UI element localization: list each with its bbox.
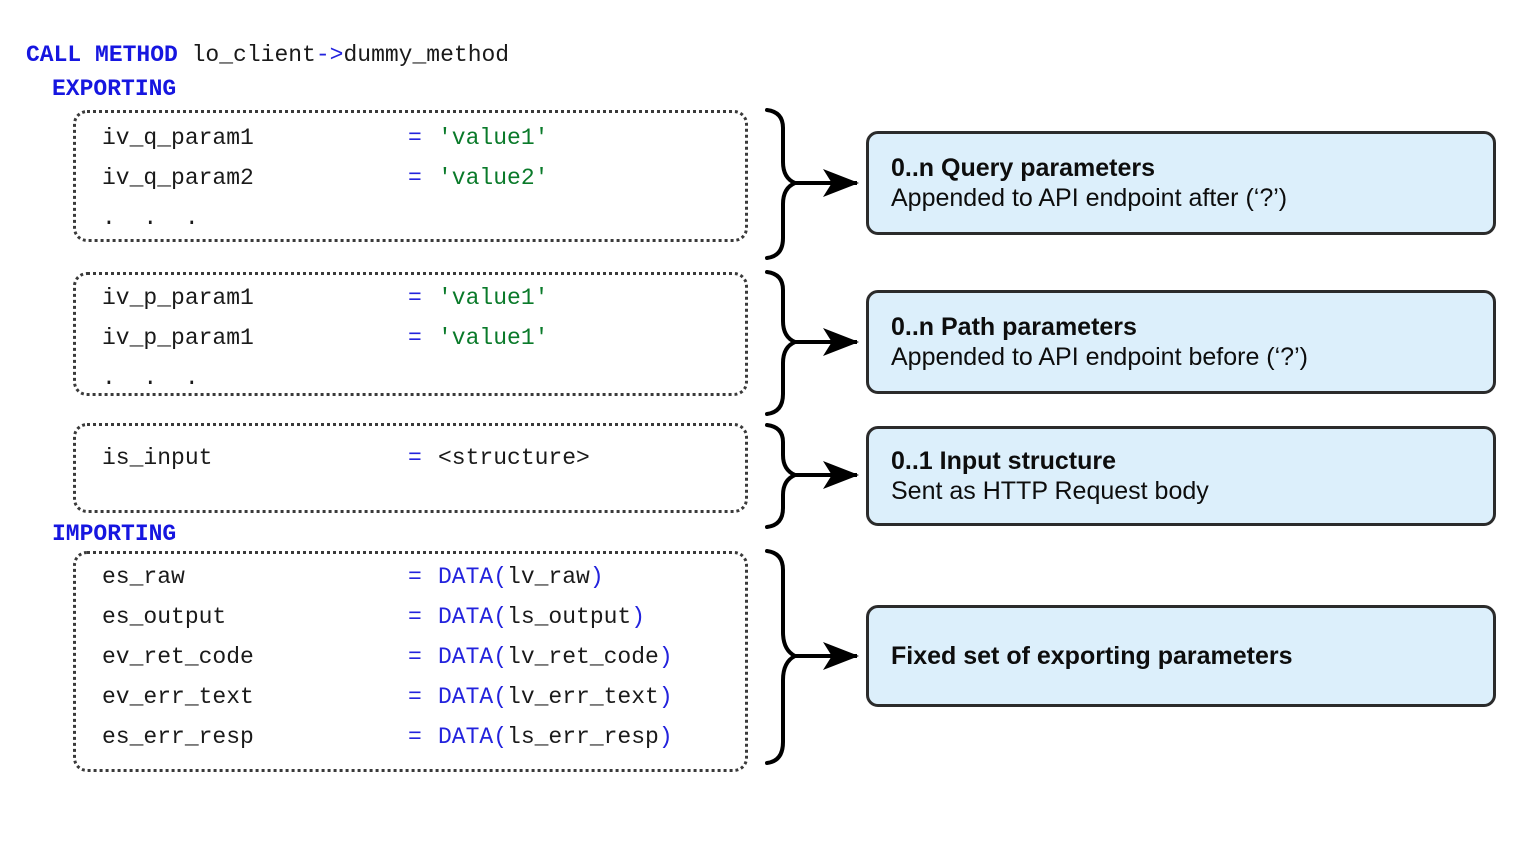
param-row: iv_q_param2 = 'value2' (76, 165, 745, 205)
param-equals: = (408, 644, 422, 670)
param-name: is_input (102, 445, 213, 471)
data-variable: lv_ret_code (507, 644, 659, 670)
param-equals: = (408, 165, 422, 191)
callout-subtitle: Appended to API endpoint after (‘?’) (891, 184, 1288, 212)
data-keyword-close: ) (658, 684, 673, 710)
param-name: es_raw (102, 564, 185, 590)
param-name: iv_q_param1 (102, 125, 254, 151)
param-equals: = (408, 325, 422, 351)
param-name: iv_p_param1 (102, 285, 254, 311)
param-row: iv_p_param1 = 'value1' (76, 325, 745, 365)
brace-arrow-query (765, 108, 859, 260)
query-parameters-group: iv_q_param1 = 'value1' iv_q_param2 = 'va… (73, 110, 748, 242)
param-equals: = (408, 604, 422, 630)
param-row: iv_q_param1 = 'value1' (76, 125, 745, 165)
callout-path-parameters: 0..n Path parameters Appended to API end… (866, 290, 1496, 394)
data-keyword-open: DATA( (438, 604, 508, 630)
param-row: ev_err_text = DATA(lv_err_text) (76, 684, 745, 724)
param-name: es_err_resp (102, 724, 254, 750)
keyword-importing: IMPORTING (52, 521, 177, 547)
path-parameters-group: iv_p_param1 = 'value1' iv_p_param1 = 'va… (73, 272, 748, 396)
object-reference: lo_client (177, 42, 316, 68)
param-name: es_output (102, 604, 227, 630)
param-name: iv_p_param1 (102, 325, 254, 351)
callout-subtitle: Appended to API endpoint before (‘?’) (891, 343, 1308, 371)
param-equals: = (408, 684, 422, 710)
method-name: dummy_method (343, 42, 510, 68)
param-value: DATA(ls_output) (438, 604, 645, 630)
param-row: es_raw = DATA(lv_raw) (76, 564, 745, 604)
param-name: iv_q_param2 (102, 165, 254, 191)
param-row: iv_p_param1 = 'value1' (76, 285, 745, 325)
param-value: DATA(lv_raw) (438, 564, 604, 590)
input-structure-group: is_input = <structure> (73, 423, 748, 513)
param-row: es_output = DATA(ls_output) (76, 604, 745, 644)
data-variable: ls_output (507, 604, 632, 630)
param-name: ev_ret_code (102, 644, 254, 670)
param-value: 'value1' (438, 285, 549, 311)
param-equals: = (408, 445, 422, 471)
data-variable: lv_raw (507, 564, 590, 590)
ellipsis: . . . (102, 365, 199, 391)
param-row: is_input = <structure> (76, 445, 745, 485)
param-value: 'value1' (438, 325, 549, 351)
callout-query-parameters: 0..n Query parameters Appended to API en… (866, 131, 1496, 235)
param-value: DATA(ls_err_resp) (438, 724, 673, 750)
param-name: ev_err_text (102, 684, 254, 710)
data-keyword-open: DATA( (438, 564, 508, 590)
callout-subtitle: Sent as HTTP Request body (891, 477, 1209, 505)
data-keyword-close: ) (631, 604, 646, 630)
data-keyword-open: DATA( (438, 724, 508, 750)
data-variable: lv_err_text (507, 684, 659, 710)
brace-arrow-path (765, 270, 859, 416)
arrow-operator: -> (315, 42, 344, 68)
param-equals: = (408, 285, 422, 311)
data-keyword-open: DATA( (438, 684, 508, 710)
keyword-exporting: EXPORTING (52, 76, 177, 102)
callout-title: Fixed set of exporting parameters (891, 641, 1293, 670)
brace-arrow-input (765, 423, 859, 529)
data-keyword-close: ) (658, 724, 673, 750)
callout-title: 0..1 Input structure (891, 446, 1117, 475)
data-keyword-close: ) (658, 644, 673, 670)
param-equals: = (408, 564, 422, 590)
abap-code-block: CALL METHOD lo_client->dummy_method EXPO… (0, 0, 770, 772)
call-method-statement: CALL METHOD lo_client->dummy_method (26, 42, 509, 68)
callout-input-structure: 0..1 Input structure Sent as HTTP Reques… (866, 426, 1496, 526)
param-equals: = (408, 125, 422, 151)
ellipsis: . . . (102, 205, 199, 231)
callout-title: 0..n Path parameters (891, 312, 1137, 341)
param-value: DATA(lv_ret_code) (438, 644, 673, 670)
data-variable: ls_err_resp (507, 724, 659, 750)
param-row: es_err_resp = DATA(ls_err_resp) (76, 724, 745, 764)
param-value: DATA(lv_err_text) (438, 684, 673, 710)
data-keyword-close: ) (589, 564, 604, 590)
callout-title: 0..n Query parameters (891, 153, 1156, 182)
keyword-call-method: CALL METHOD (26, 42, 178, 68)
param-value: <structure> (438, 445, 590, 471)
importing-parameters-group: es_raw = DATA(lv_raw) es_output = DATA(l… (73, 551, 748, 772)
param-equals: = (408, 724, 422, 750)
param-row: ev_ret_code = DATA(lv_ret_code) (76, 644, 745, 684)
brace-arrow-importing (765, 549, 859, 765)
param-value: 'value2' (438, 165, 549, 191)
callout-fixed-exporting: Fixed set of exporting parameters (866, 605, 1496, 707)
data-keyword-open: DATA( (438, 644, 508, 670)
param-value: 'value1' (438, 125, 549, 151)
